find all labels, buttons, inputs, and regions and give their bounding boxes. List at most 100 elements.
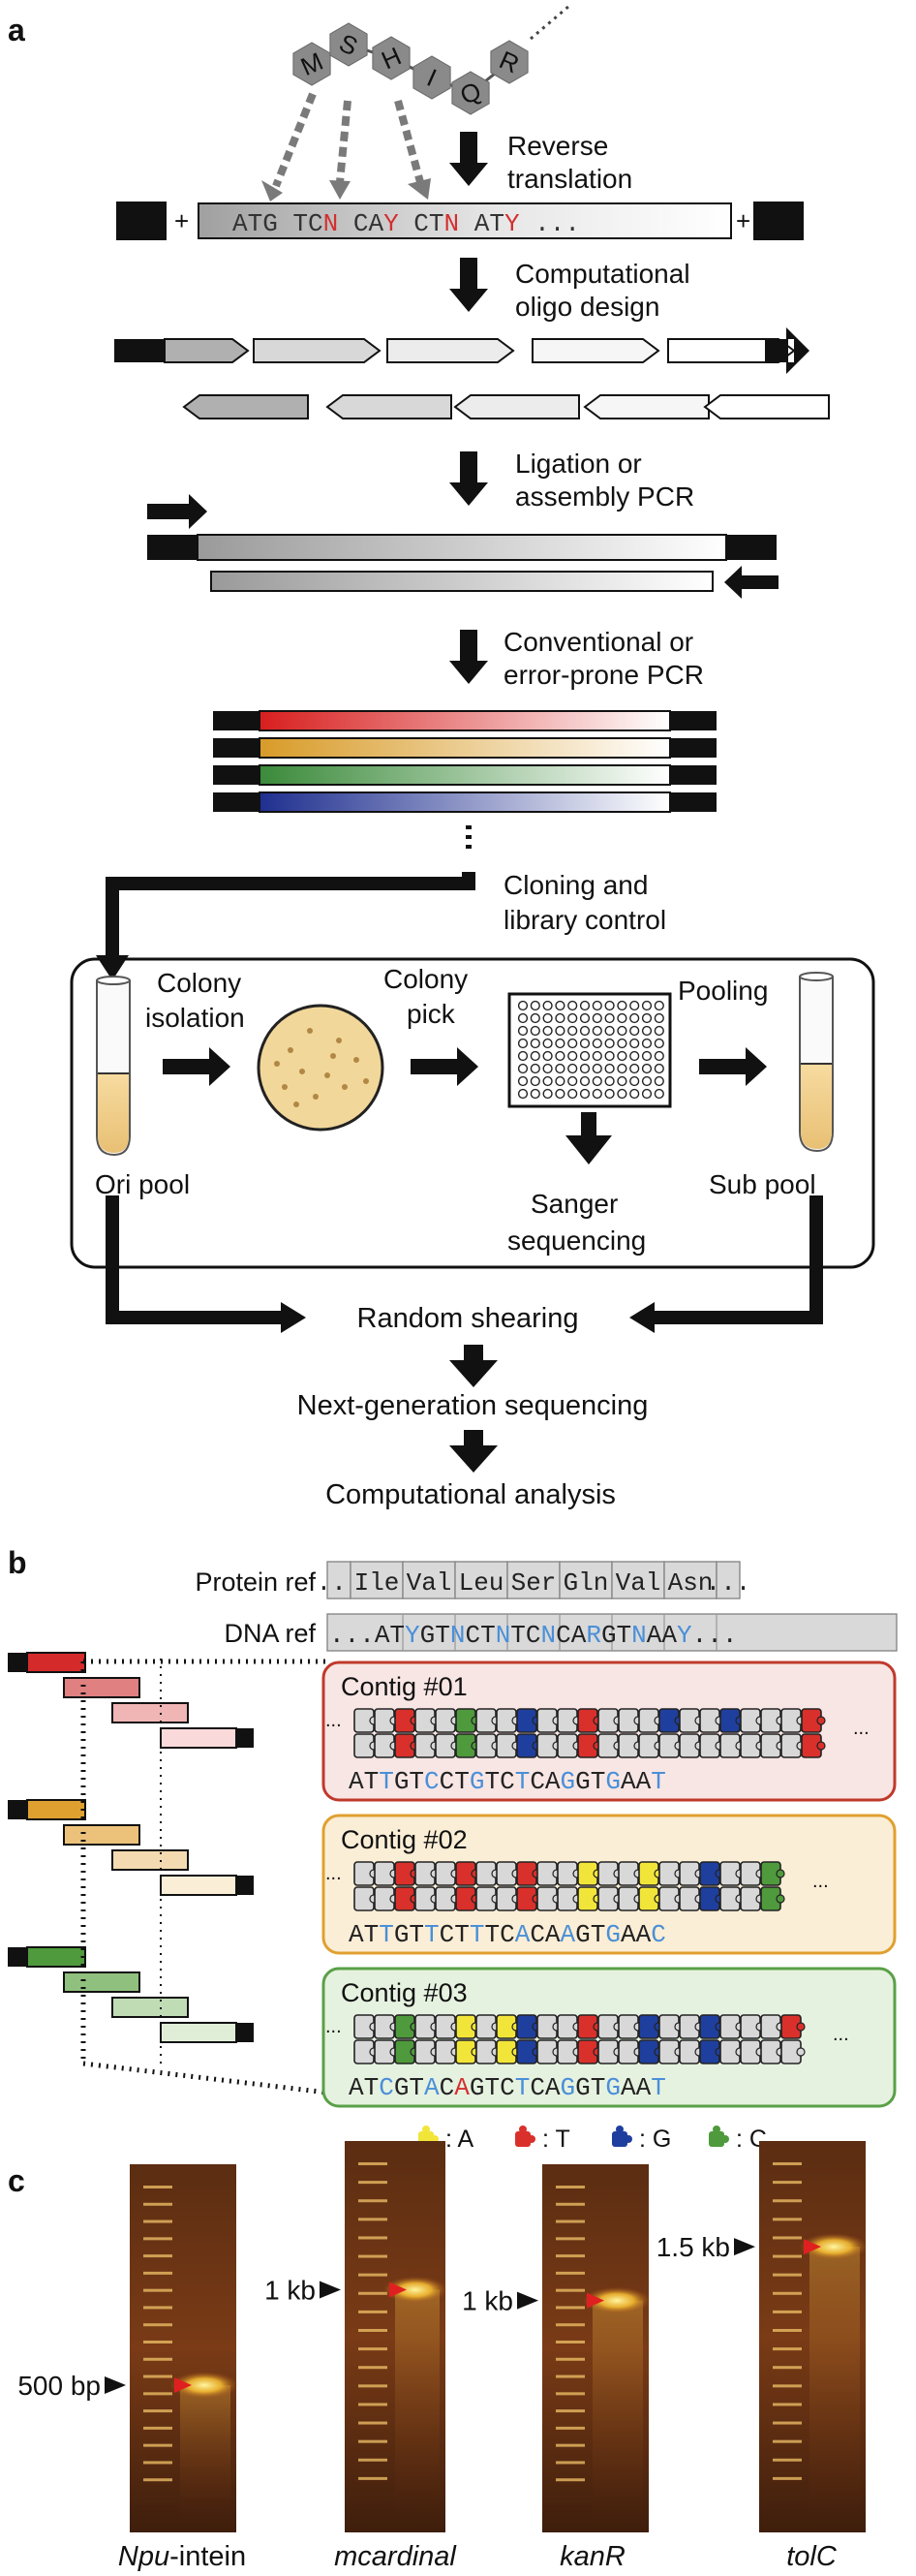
ladder-band	[773, 2199, 802, 2203]
plate-well	[604, 1025, 615, 1037]
ladder-band	[556, 2409, 585, 2413]
ladder-band	[556, 2374, 585, 2378]
sequencing-read	[26, 1799, 86, 1820]
ladder-band	[773, 2347, 802, 2351]
size-arrow	[517, 2291, 538, 2310]
ladder-band	[556, 2237, 585, 2241]
protein-ref-residue: Gln	[564, 1568, 609, 1598]
ladder-band	[556, 2392, 585, 2396]
ladder-band	[358, 2291, 387, 2295]
plate-well	[517, 1063, 529, 1074]
ladder-band	[556, 2323, 585, 2327]
sequencing-reads	[8, 1652, 254, 2043]
gene-name-label: mcardinal	[334, 2541, 457, 2572]
strand-left-cap	[213, 711, 260, 730]
plate-well	[517, 1025, 529, 1037]
pcr-strand	[259, 791, 671, 813]
ladder-band	[773, 2476, 802, 2480]
plate-well	[617, 1000, 627, 1011]
size-label: 1.5 kb	[656, 2232, 730, 2262]
ladder-band	[773, 2162, 802, 2165]
plate-well	[579, 1000, 591, 1011]
library-flow-arrows	[163, 1047, 767, 1164]
ladder-band	[358, 2236, 387, 2240]
ladder-band	[773, 2310, 802, 2313]
target-band	[169, 2372, 239, 2399]
plate-well	[617, 1088, 627, 1100]
ladder-band	[556, 2288, 585, 2292]
ladder-band	[143, 2478, 172, 2482]
step-label-ligation-2: assembly PCR	[515, 481, 694, 512]
computational-analysis-label: Computational analysis	[325, 1479, 616, 1510]
protein-ref-cell	[559, 1561, 613, 1599]
plate-well	[617, 1012, 627, 1024]
colony-dot	[293, 1102, 299, 1107]
legend-swatch	[515, 2131, 531, 2147]
ladder-band	[358, 2273, 387, 2277]
ladder-band	[143, 2237, 172, 2241]
plate-well	[567, 1075, 578, 1087]
contig-sequence: ATCGTACAGTCTCAGGTGAAT	[349, 2073, 666, 2102]
target-band	[382, 2276, 448, 2304]
ladder-band	[556, 2357, 585, 2361]
plate-well	[604, 1063, 615, 1074]
ladder-band	[773, 2273, 802, 2277]
plate-well	[641, 1012, 653, 1024]
size-label: 1 kb	[264, 2276, 316, 2306]
legend-swatch	[709, 2131, 724, 2147]
colony-dot	[288, 1047, 293, 1053]
plate-well	[517, 1012, 529, 1024]
reverse-oligo	[182, 394, 309, 419]
dna-right-cap	[753, 202, 804, 240]
svg-text:...: ...	[325, 1863, 342, 1884]
amino-acid-hexagon	[451, 71, 490, 115]
protein-ref-residue: Val	[407, 1568, 452, 1598]
plate-well	[654, 1012, 664, 1024]
colony-dot	[313, 1094, 319, 1100]
plate-well	[617, 1050, 627, 1062]
plate-well	[592, 1012, 602, 1024]
band-marker-red	[587, 2292, 604, 2309]
sequencing-read	[111, 1849, 189, 1871]
step-down-arrow	[449, 451, 488, 506]
ladder-band	[556, 2341, 585, 2343]
plate-well	[604, 1050, 615, 1062]
sub-pool-tube	[799, 972, 834, 1153]
reverse-primer-arrow	[724, 566, 779, 599]
plate-well	[555, 1000, 565, 1011]
amino-acid-hexagon	[372, 36, 411, 80]
dna-ref-sequence: ...ATYGTNCTNTCNCARGTNAAY...	[329, 1621, 737, 1650]
sequencing-read	[63, 1971, 140, 1993]
plate-well	[567, 1063, 578, 1074]
plate-well	[542, 1063, 553, 1074]
protein-ref-cell	[716, 1561, 741, 1599]
plate-well	[592, 1075, 602, 1087]
step-label-oligo-design-2: oligo design	[515, 292, 659, 322]
cloning-l-arrow	[96, 872, 475, 980]
legend-label: : T	[542, 2126, 570, 2153]
dna-plus-left: +	[174, 206, 189, 235]
contig-sequence: ATTGTTCTTTCACAAGTGAAC	[349, 1920, 666, 1949]
legend-label: : G	[639, 2126, 671, 2153]
ladder-band	[773, 2421, 802, 2425]
random-shearing-label: Random shearing	[357, 1303, 579, 1334]
pcr-strand	[259, 764, 671, 786]
strand-right-cap	[670, 711, 717, 730]
forward-oligo	[386, 338, 515, 363]
ladder-band	[556, 2443, 585, 2447]
svg-text:...: ...	[853, 1718, 870, 1739]
ladder-band	[556, 2306, 585, 2310]
ladder-band	[773, 2329, 802, 2332]
ladder-band	[556, 2461, 585, 2465]
ladder-band	[358, 2421, 387, 2425]
plate-well	[641, 1025, 653, 1037]
ladder-band	[773, 2181, 802, 2185]
plate-well	[579, 1088, 591, 1100]
step-label-pcr-2: error-prone PCR	[504, 660, 704, 690]
sequencing-read	[26, 1946, 86, 1968]
plate-well	[517, 1075, 529, 1087]
size-arrow	[320, 2281, 341, 2299]
step-label-reverse-translation-1: Reverse	[507, 131, 608, 161]
